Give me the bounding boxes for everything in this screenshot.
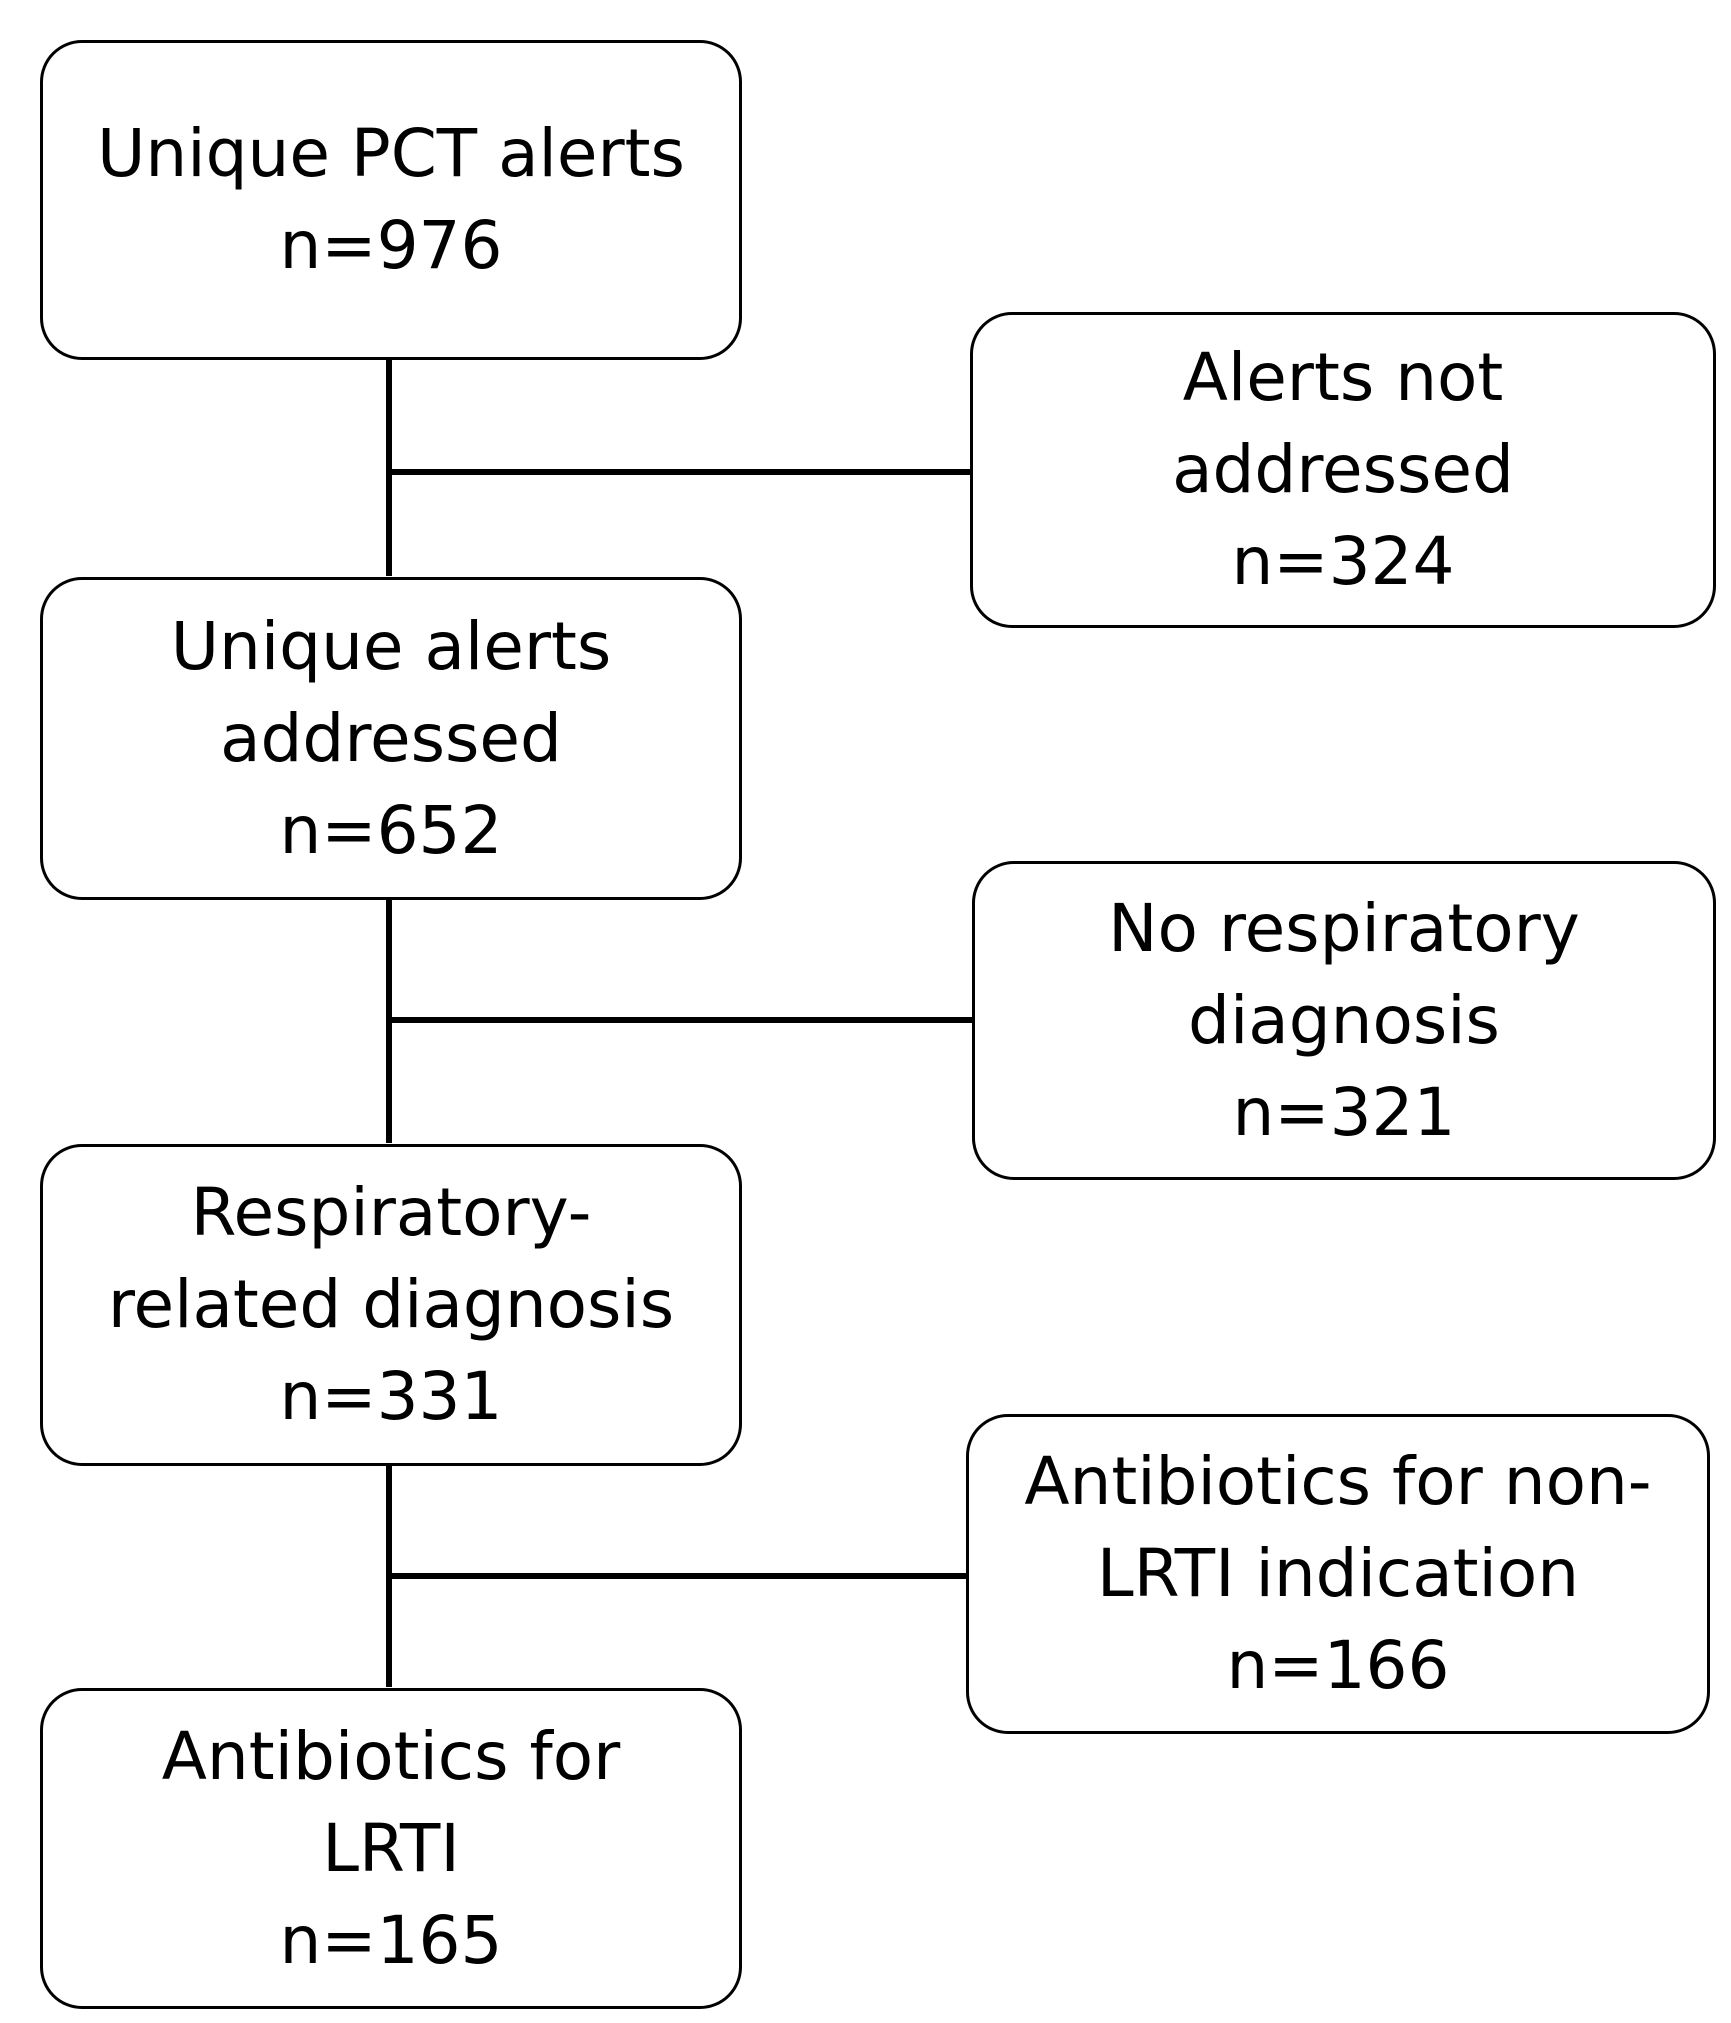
connector-horizontal-3 [386, 1573, 968, 1579]
box-label-line: LRTI [322, 1809, 460, 1887]
box-label-line: Antibiotics for [161, 1717, 621, 1795]
box-label-line: Respiratory- [190, 1174, 592, 1251]
box-count: n=321 [1232, 1073, 1456, 1151]
box-label-line: Unique PCT alerts [97, 115, 685, 192]
box-label-line: Alerts not [1182, 339, 1504, 416]
connector-vertical-1 [386, 358, 392, 576]
box-count: n=976 [279, 207, 503, 284]
box-count: n=165 [279, 1901, 503, 1979]
box-count: n=166 [1226, 1627, 1450, 1704]
box-label-line: related diagnosis [107, 1266, 675, 1343]
connector-horizontal-2 [386, 1017, 972, 1023]
box-count: n=324 [1231, 523, 1455, 600]
box-label-line: Antibiotics for non- [1024, 1443, 1652, 1520]
box-label-line: No respiratory [1108, 889, 1580, 967]
exclusion-box-antibiotics-for-non-lrti: Antibiotics for non- LRTI indication n=1… [966, 1414, 1710, 1734]
connector-horizontal-1 [386, 469, 972, 475]
flow-box-respiratory-related-diagnosis: Respiratory- related diagnosis n=331 [40, 1144, 742, 1466]
box-count: n=652 [279, 791, 503, 869]
exclusion-box-alerts-not-addressed: Alerts not addressed n=324 [970, 312, 1716, 628]
box-count: n=331 [279, 1358, 503, 1435]
box-label-line: addressed [1172, 431, 1514, 508]
exclusion-box-no-respiratory-diagnosis: No respiratory diagnosis n=321 [972, 861, 1716, 1180]
box-label-line: diagnosis [1188, 981, 1500, 1059]
box-label-line: LRTI indication [1096, 1535, 1580, 1612]
flow-box-unique-pct-alerts: Unique PCT alerts n=976 [40, 40, 742, 360]
box-label-line: Unique alerts [170, 607, 612, 685]
box-label-line: addressed [220, 699, 562, 777]
flow-box-antibiotics-for-lrti: Antibiotics for LRTI n=165 [40, 1688, 742, 2009]
flow-box-unique-alerts-addressed: Unique alerts addressed n=652 [40, 577, 742, 900]
